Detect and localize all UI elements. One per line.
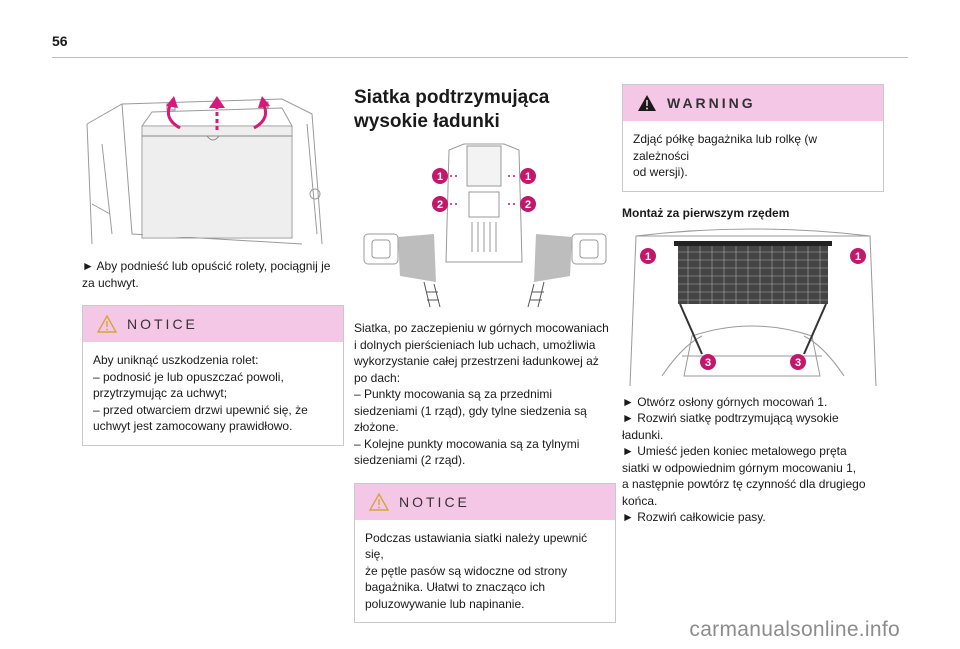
left-column: ► Aby podnieść lub opuścić rolety, pocią… <box>82 84 344 446</box>
middle-column: Siatka podtrzymująca wysokie ładunki <box>354 84 616 623</box>
roller-blind-illustration <box>86 96 323 245</box>
notice-header: NOTICE <box>355 483 615 520</box>
blind-instruction: ► Aby podnieść lub opuścić rolety, pocią… <box>82 259 331 290</box>
page-number: 56 <box>52 33 68 49</box>
notice-title: NOTICE <box>399 493 470 510</box>
warning-title: WARNING <box>667 95 756 111</box>
notice-body: Aby uniknąć uszkodzenia rolet: – podnosi… <box>93 353 308 433</box>
net-description: Siatka, po zaczepieniu w górnych mocowan… <box>354 321 609 467</box>
notice-title: NOTICE <box>127 316 198 332</box>
callout-1-right: 1 <box>855 251 861 263</box>
installation-subheading: Montaż za pierwszym rzędem <box>622 205 790 220</box>
callout-1-right: 1 <box>525 171 531 183</box>
callout-3-right: 3 <box>795 357 801 369</box>
callout-1-left: 1 <box>437 171 443 183</box>
caution-icon <box>369 492 389 511</box>
warning-header: WARNING <box>623 85 883 121</box>
notice-box-net: NOTICE Podczas ustawiania siatki należy … <box>354 482 616 623</box>
top-rule <box>52 57 908 58</box>
warning-body: Zdjąć półkę bagażnika lub rolkę (w zależ… <box>633 132 818 179</box>
warning-icon <box>638 95 656 111</box>
right-column: WARNING Zdjąć półkę bagażnika lub rolkę … <box>622 84 884 526</box>
section-title: Siatka podtrzymująca wysokie ładunki <box>354 87 550 132</box>
cargo-net-anchor-illustration: 1 1 2 2 <box>363 143 607 308</box>
callout-2-left: 2 <box>437 199 443 211</box>
site-watermark: carmanualsonline.info <box>689 618 900 641</box>
callout-2-right: 2 <box>525 199 531 211</box>
callout-3-left: 3 <box>705 357 711 369</box>
first-row-net-illustration: 1 1 3 3 <box>629 228 877 386</box>
warning-box: WARNING Zdjąć półkę bagażnika lub rolkę … <box>622 84 884 192</box>
notice-body: Podczas ustawiania siatki należy upewnić… <box>365 530 588 611</box>
notice-header: NOTICE <box>83 306 343 342</box>
caution-icon <box>97 315 117 333</box>
notice-box-blinds: NOTICE Aby uniknąć uszkodzenia rolet: – … <box>82 305 344 446</box>
installation-steps: ► Otwórz osłony górnych mocowań 1. ► Roz… <box>622 394 866 525</box>
callout-1-left: 1 <box>645 251 651 263</box>
